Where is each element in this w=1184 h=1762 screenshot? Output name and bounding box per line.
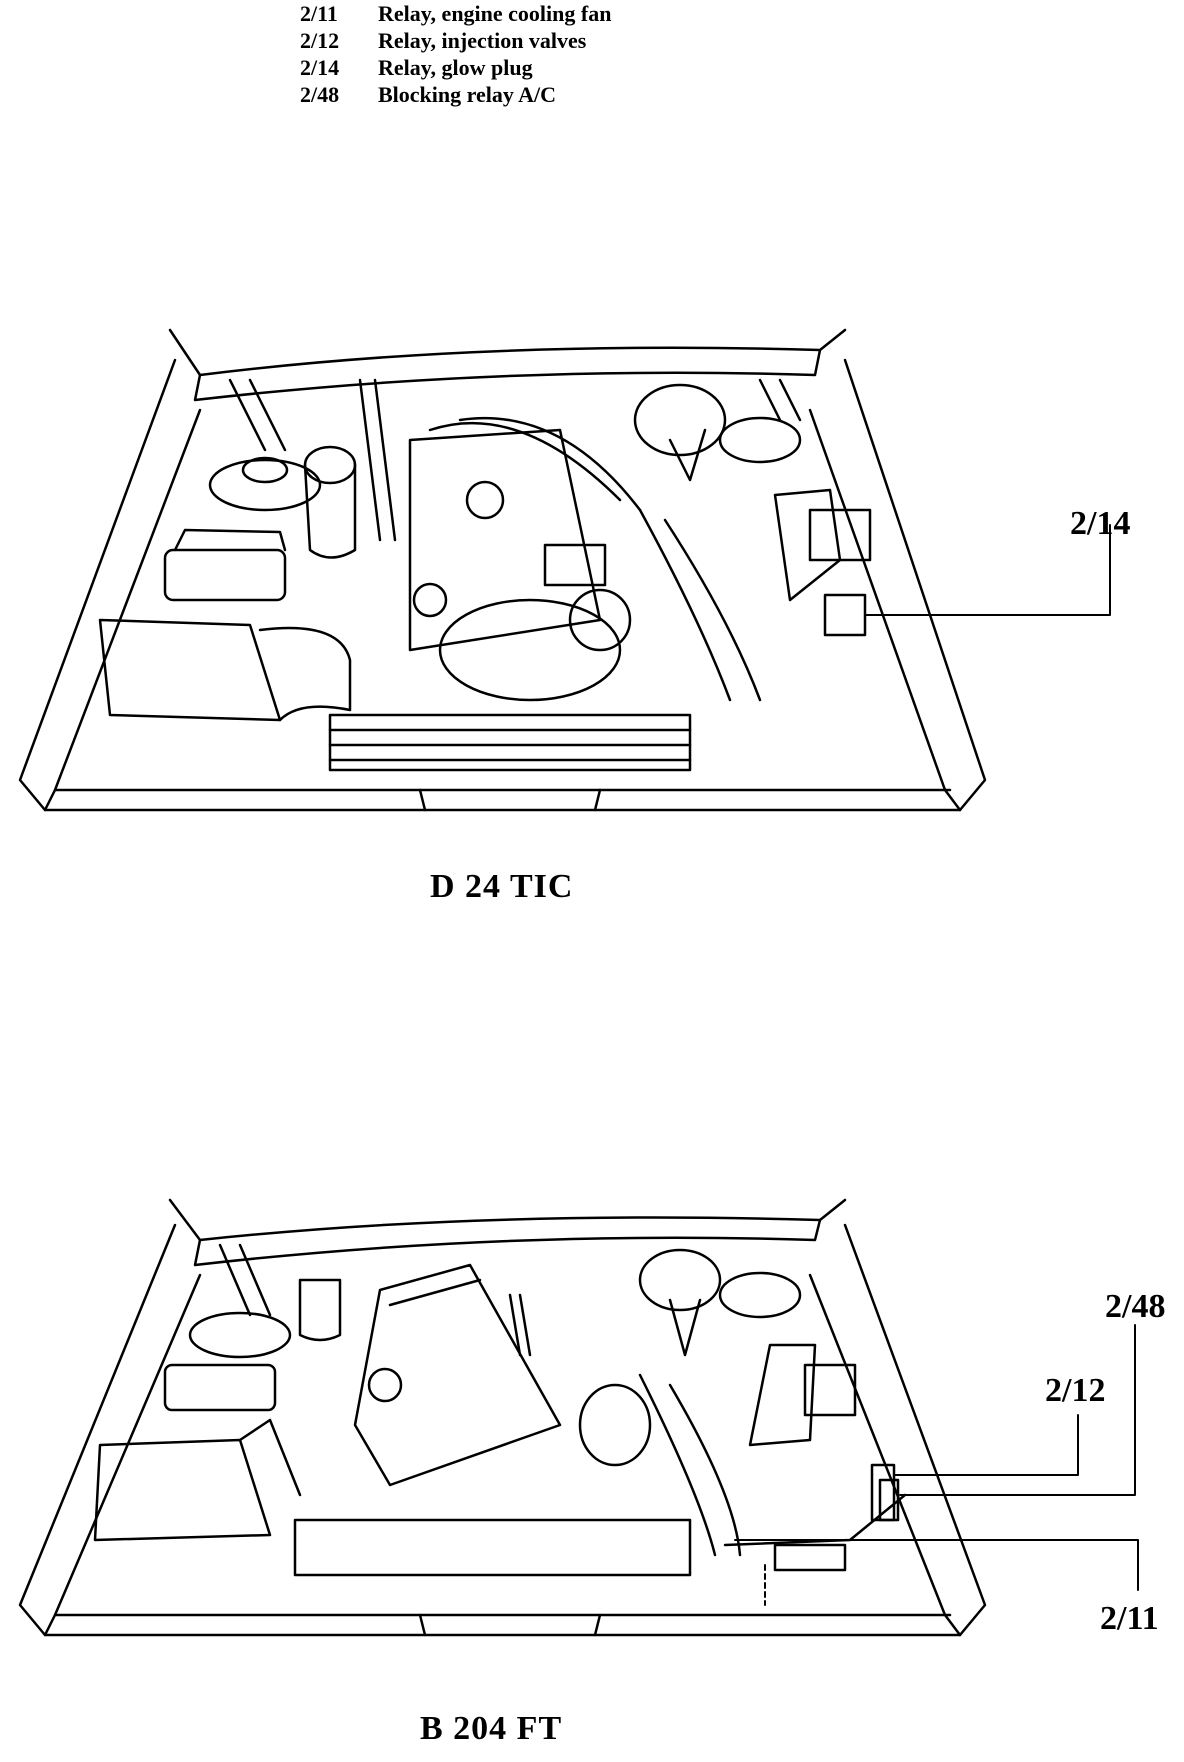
engine-bay-drawing-d24tic bbox=[18, 328, 1111, 812]
grille bbox=[293, 1518, 692, 1577]
right-strut-tower bbox=[718, 1271, 802, 1319]
turbo bbox=[568, 588, 632, 652]
hood-edge bbox=[193, 348, 822, 402]
coolant-tank bbox=[163, 548, 287, 602]
diagram-caption-b204ft: B 204 FT bbox=[420, 1710, 563, 1747]
engine-block bbox=[353, 1263, 562, 1487]
hood-outline bbox=[168, 1198, 847, 1242]
turbo bbox=[578, 1383, 652, 1467]
air-box bbox=[93, 1438, 272, 1542]
hood-outline bbox=[168, 328, 847, 377]
glow-plug-relay bbox=[823, 593, 867, 637]
legend-item: 2/12 Relay, injection valves bbox=[300, 27, 611, 54]
callout-label-2-12: 2/12 bbox=[1045, 1372, 1106, 1409]
coolant-tank bbox=[163, 1363, 277, 1412]
right-strut-tower bbox=[718, 416, 802, 464]
legend-text: Blocking relay A/C bbox=[378, 82, 557, 107]
callout-label-2-11: 2/11 bbox=[1100, 1600, 1159, 1637]
legend-code: 2/48 bbox=[300, 82, 340, 107]
right-fender bbox=[808, 358, 987, 812]
legend-code: 2/12 bbox=[300, 28, 340, 53]
legend-text: Relay, injection valves bbox=[378, 28, 587, 53]
left-strut-tower bbox=[188, 1311, 292, 1359]
hood-edge bbox=[193, 1218, 822, 1267]
left-strut-tower bbox=[208, 458, 322, 512]
air-box bbox=[98, 618, 282, 722]
relay-box bbox=[773, 488, 842, 602]
legend-item: 2/11 Relay, engine cooling fan bbox=[300, 0, 611, 27]
engine-block bbox=[408, 428, 602, 652]
callout-label-2-48: 2/48 bbox=[1105, 1288, 1166, 1325]
legend-text: Relay, glow plug bbox=[378, 55, 533, 80]
legend-item: 2/14 Relay, glow plug bbox=[300, 54, 611, 81]
legend-code: 2/11 bbox=[300, 1, 338, 26]
cooling-fan-relay bbox=[773, 1543, 847, 1572]
legend-code: 2/14 bbox=[300, 55, 340, 80]
callout-label-2-14: 2/14 bbox=[1070, 505, 1131, 542]
left-fender bbox=[18, 358, 202, 812]
diagram-caption-d24tic: D 24 TIC bbox=[430, 868, 574, 905]
engine-bay-drawing-b204ft bbox=[18, 1198, 1139, 1637]
grille bbox=[328, 713, 692, 772]
right-fender bbox=[808, 1223, 987, 1637]
legend-item: 2/48 Blocking relay A/C bbox=[300, 81, 611, 108]
legend: 2/11 Relay, engine cooling fan 2/12 Rela… bbox=[300, 0, 611, 108]
legend-text: Relay, engine cooling fan bbox=[378, 1, 612, 26]
left-fender bbox=[18, 1223, 202, 1637]
relay-box bbox=[748, 1343, 817, 1447]
